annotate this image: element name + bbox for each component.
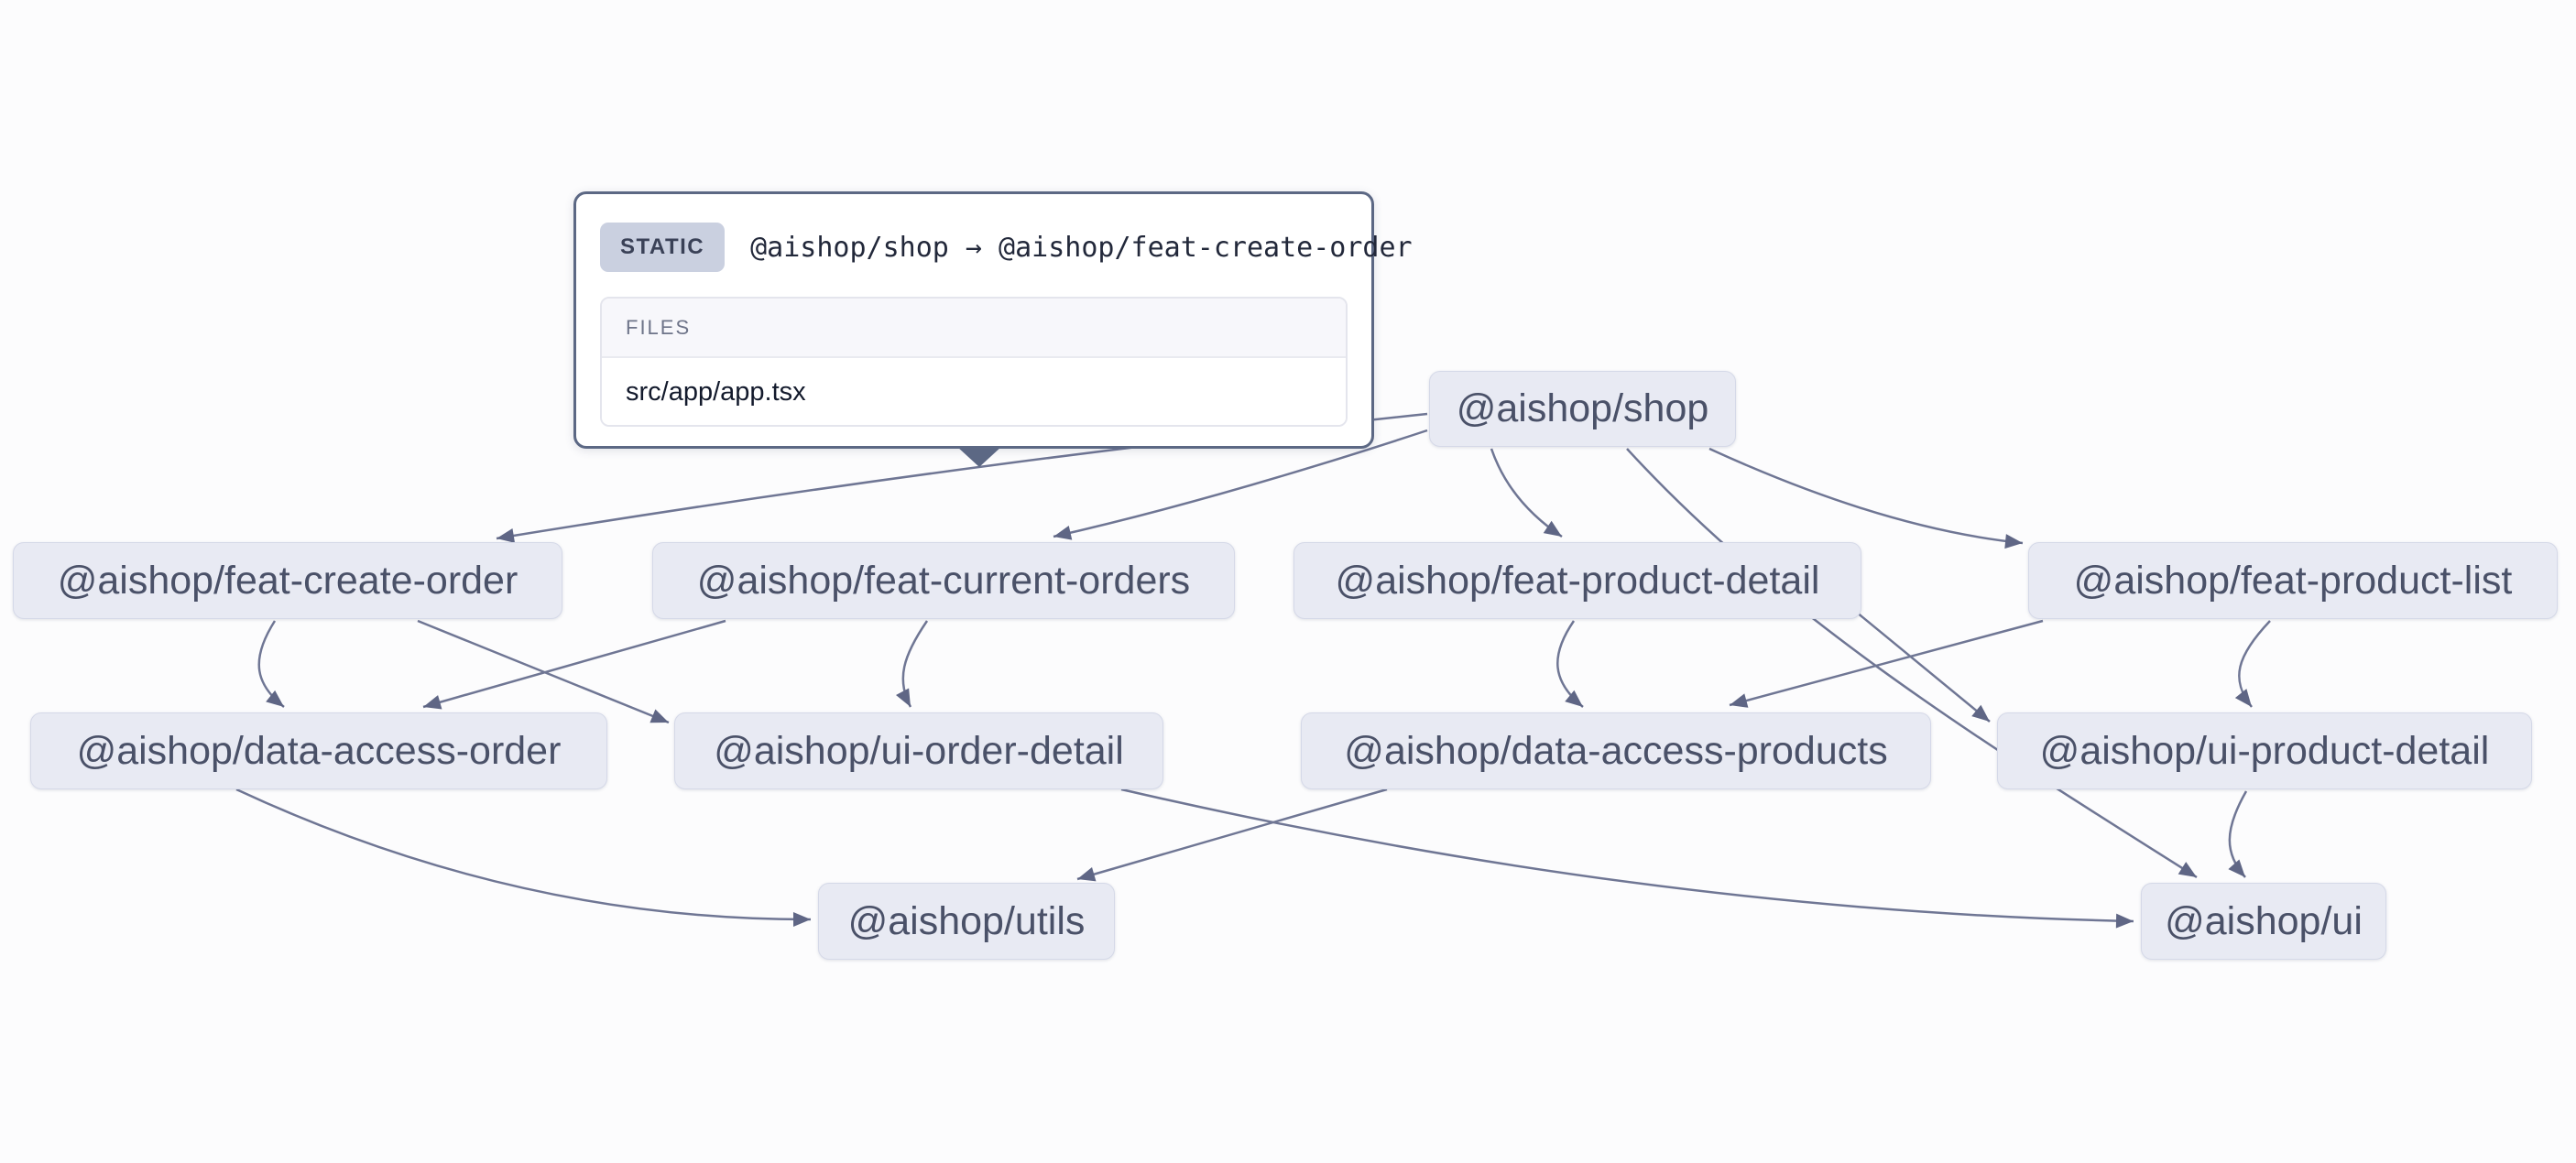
- graph-node-ui[interactable]: @aishop/ui: [2141, 883, 2386, 960]
- edge-feat-current-orders-to-data-access-order[interactable]: [422, 619, 726, 710]
- edge-feat-product-list-to-ui-product-detail[interactable]: [2234, 620, 2271, 708]
- edge-data-access-order-to-utils[interactable]: [235, 788, 812, 928]
- tooltip-pointer-icon: [956, 446, 1002, 467]
- graph-node-feat-product-list[interactable]: @aishop/feat-product-list: [2028, 542, 2558, 619]
- graph-node-data-access-order[interactable]: @aishop/data-access-order: [30, 712, 607, 789]
- edge-shop-to-feat-current-orders[interactable]: [1053, 429, 1428, 540]
- graph-node-utils[interactable]: @aishop/utils: [818, 883, 1115, 960]
- edge-feat-product-detail-to-ui-product-detail[interactable]: [1855, 611, 1991, 723]
- edge-tooltip: STATIC @aishop/shop → @aishop/feat-creat…: [573, 191, 1413, 467]
- edge-feat-product-detail-to-data-access-products[interactable]: [1556, 620, 1584, 708]
- edge-shop-to-ui[interactable]: [1626, 448, 2198, 879]
- file-list-item: src/app/app.tsx: [602, 356, 1346, 425]
- graph-node-feat-current-orders[interactable]: @aishop/feat-current-orders: [652, 542, 1235, 619]
- edge-type-badge: STATIC: [600, 223, 726, 272]
- edge-feat-product-list-to-data-access-products[interactable]: [1729, 619, 2044, 708]
- graph-node-ui-product-detail[interactable]: @aishop/ui-product-detail: [1997, 712, 2532, 789]
- graph-node-feat-create-order[interactable]: @aishop/feat-create-order: [13, 542, 562, 619]
- edge-ui-product-detail-to-ui[interactable]: [2228, 790, 2248, 878]
- graph-node-feat-product-detail[interactable]: @aishop/feat-product-detail: [1293, 542, 1861, 619]
- graph-node-shop[interactable]: @aishop/shop: [1429, 371, 1736, 447]
- graph-node-ui-order-detail[interactable]: @aishop/ui-order-detail: [674, 712, 1163, 789]
- files-panel: FILES src/app/app.tsx: [600, 297, 1348, 427]
- tooltip-header-row: STATIC @aishop/shop → @aishop/feat-creat…: [600, 218, 1413, 277]
- edge-label: @aishop/shop → @aishop/feat-create-order: [750, 231, 1413, 264]
- graph-node-data-access-products[interactable]: @aishop/data-access-products: [1301, 712, 1931, 789]
- edge-ui-order-detail-to-ui[interactable]: [1120, 788, 2134, 929]
- edge-data-access-products-to-utils[interactable]: [1076, 788, 1388, 882]
- files-panel-header: FILES: [602, 299, 1346, 356]
- edge-shop-to-feat-product-list[interactable]: [1708, 447, 2024, 549]
- edge-feat-create-order-to-data-access-order[interactable]: [257, 620, 285, 708]
- edge-shop-to-feat-product-detail[interactable]: [1490, 448, 1563, 538]
- edge-feat-current-orders-to-ui-order-detail[interactable]: [896, 620, 929, 708]
